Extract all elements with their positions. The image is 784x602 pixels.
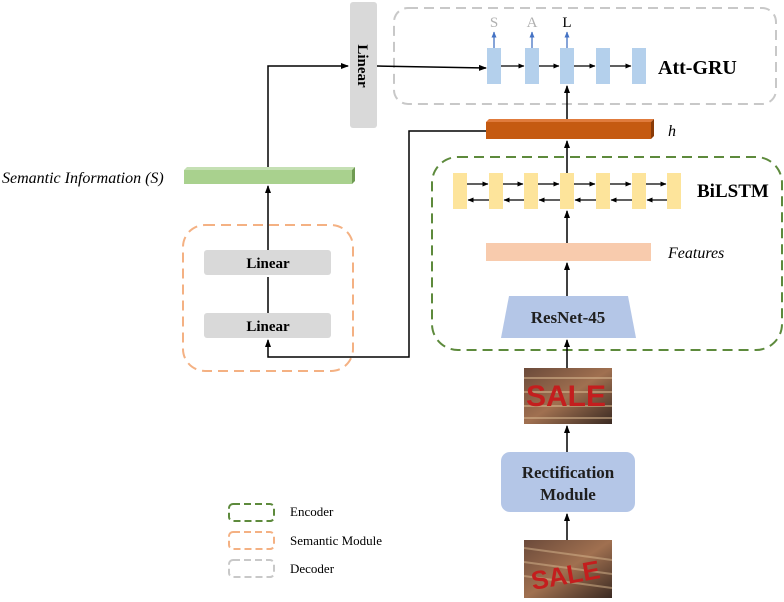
lstm-cell (596, 173, 610, 209)
decoder-linear-box (350, 2, 377, 128)
lstm-cell (667, 173, 681, 209)
semantic-linear-bottom-box (204, 313, 331, 338)
h-bar (486, 122, 651, 139)
lstm-cell (632, 173, 646, 209)
output-char-l: L (562, 15, 571, 31)
features-bar (486, 243, 651, 261)
semantic-linear-top-label: Linear (246, 256, 290, 272)
decoder-region (393, 7, 777, 105)
resnet-block (501, 296, 636, 338)
gru-cell (560, 48, 574, 84)
decoder-linear-label: Linear (354, 44, 370, 88)
arrow-h-to-semantic (265, 130, 486, 358)
att-gru-cells (487, 48, 646, 84)
semantic-bar-side (352, 167, 355, 184)
semantic-information-bar (184, 170, 352, 184)
legend-label-decoder: Decoder (290, 561, 335, 576)
lstm-cell (560, 173, 574, 209)
rectified-image-text: SALE (526, 380, 606, 413)
rectified-image: SALE (524, 368, 612, 424)
features-label: Features (667, 245, 724, 262)
gru-cell (632, 48, 646, 84)
output-char-s: S (490, 15, 498, 31)
encoder-region (431, 156, 783, 351)
semantic-linear-top-box (204, 250, 331, 275)
att-gru-label: Att-GRU (658, 57, 737, 79)
semantic-module-region (182, 224, 354, 372)
legend-label-semantic: Semantic Module (290, 533, 382, 548)
legend: Encoder Semantic Module Decoder (228, 503, 382, 578)
bilstm-label: BiLSTM (697, 181, 769, 202)
arrow-bar-to-decoder-linear (267, 63, 349, 167)
legend-label-encoder: Encoder (290, 504, 334, 519)
rectification-module (501, 452, 635, 512)
bilstm-cells (453, 173, 681, 209)
h-bar-top (486, 119, 654, 122)
gru-cell (487, 48, 501, 84)
h-label: h (668, 123, 676, 140)
lstm-cell (489, 173, 503, 209)
lstm-cell (524, 173, 538, 209)
gru-cell (596, 48, 610, 84)
legend-swatch-encoder (228, 503, 275, 522)
rectification-label-line1: Rectification (522, 463, 615, 482)
rectification-label-line2: Module (540, 485, 596, 504)
arrow-linear-to-gru (376, 64, 487, 71)
semantic-linear-bottom-label: Linear (246, 319, 290, 335)
semantic-information-label: Semantic Information (S) (2, 170, 164, 187)
legend-swatch-semantic (228, 531, 275, 550)
h-bar-side (651, 119, 654, 139)
input-image: SALE (523, 540, 613, 598)
lstm-cell (453, 173, 467, 209)
resnet-label: ResNet-45 (531, 308, 606, 327)
semantic-bar-top (184, 167, 355, 170)
output-char-a: A (527, 15, 538, 31)
legend-swatch-decoder (228, 559, 275, 578)
gru-cell (525, 48, 539, 84)
